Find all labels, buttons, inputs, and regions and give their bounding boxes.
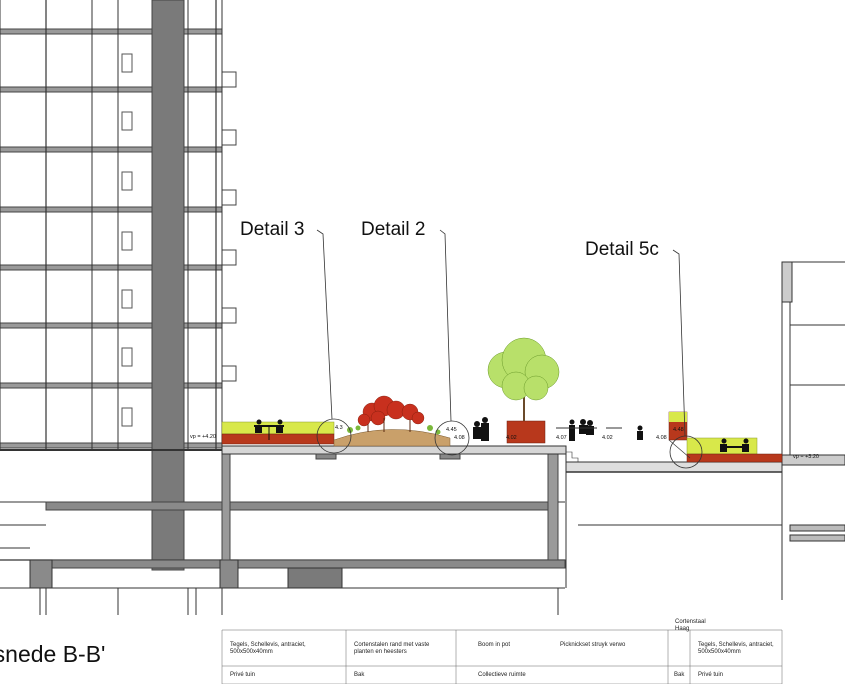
roof-slab	[221, 445, 567, 455]
level-43: 4.3	[335, 425, 343, 431]
tower-balcony	[222, 129, 237, 146]
legend-corten-edge: Cortenstalen rand met vaste planten en h…	[354, 642, 430, 655]
tower-floor-slab	[0, 206, 223, 213]
legend-corten-haag: Cortenstaal Haag	[675, 619, 706, 632]
level-402: 4.02	[506, 435, 517, 441]
tree-pot	[506, 420, 546, 444]
tower-floor-slab	[0, 264, 223, 271]
level-448: 4.48	[673, 427, 684, 433]
level-402b: 4.02	[602, 435, 613, 441]
legend-bak-right: Bak	[674, 672, 685, 678]
tower-floor-slab	[0, 442, 223, 449]
tower-window	[121, 171, 133, 191]
tower-floor-slab	[0, 322, 223, 329]
level-408b: 4.08	[656, 435, 667, 441]
tower-window	[121, 347, 133, 367]
tower-window	[121, 289, 133, 309]
tower-window	[121, 407, 133, 427]
leader-lines	[316, 229, 686, 437]
podium-structure	[0, 449, 567, 615]
tower-window	[121, 231, 133, 251]
tower-window	[121, 53, 133, 73]
legend-collective: Collectieve ruimte	[478, 672, 526, 678]
tower-balcony	[222, 71, 237, 88]
red-shrubs	[357, 395, 425, 427]
tower-floor-slab	[0, 382, 223, 389]
detail-3-label: Detail 3	[240, 219, 305, 240]
tree-canopy	[487, 337, 560, 401]
tower-balcony	[222, 249, 237, 266]
tower-floor-slab	[0, 86, 223, 93]
tower-balcony	[222, 189, 237, 206]
tower-floor-slab	[0, 28, 223, 35]
tower-balcony	[222, 307, 237, 324]
legend-tiles-right: Tegels, Schellevis, antraciet, 500x500x4…	[698, 642, 774, 655]
corten-planter-right	[686, 453, 783, 463]
people-silhouettes	[254, 417, 749, 452]
corten-planter-left	[221, 433, 335, 445]
level-vp-right: vp = +3.20	[793, 454, 819, 460]
section-title: rsnede B-B'	[0, 641, 106, 667]
left-tower	[0, 0, 237, 450]
legend-prive-right: Privé tuin	[698, 672, 724, 678]
level-408a: 4.08	[454, 435, 465, 441]
legend-tiles-left: Tegels, Schellevis, antraciet, 500x500x4…	[230, 642, 306, 655]
level-vp-left: vp = +4.20	[190, 434, 216, 440]
detail-2-label: Detail 2	[361, 219, 426, 240]
level-407: 4.07	[556, 435, 567, 441]
detail-5c-label: Detail 5c	[585, 239, 659, 260]
tower-balcony	[222, 365, 237, 382]
legend-tree-pot: Boom in pot	[478, 642, 511, 648]
detail-circles	[316, 418, 703, 469]
legend-prive-left: Privé tuin	[230, 672, 256, 678]
legend-picnic: Picknickset struyk verwo	[560, 642, 626, 648]
concrete-core	[151, 0, 185, 571]
right-structure	[565, 261, 845, 600]
tower-floor-slab	[0, 146, 223, 153]
legend-table	[221, 629, 783, 684]
level-445: 4.45	[446, 427, 457, 433]
legend-bak-left: Bak	[354, 672, 365, 678]
tower-window	[121, 111, 133, 131]
